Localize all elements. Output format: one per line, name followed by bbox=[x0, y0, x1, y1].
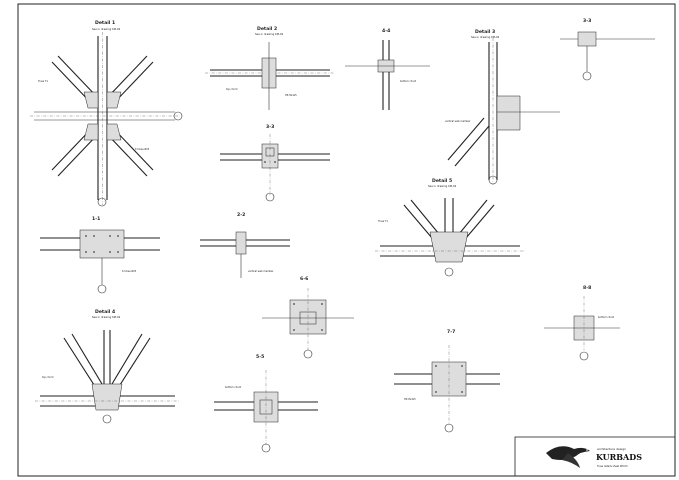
detail-2-title: Detail 2 bbox=[257, 26, 277, 32]
detail-2-note: See in drawing KM-02 bbox=[255, 32, 284, 36]
title-block: architecture design KURBADS Truss detail… bbox=[514, 436, 676, 477]
section-6-6: 6-6 bbox=[262, 276, 354, 359]
section-3-3-mid: 3-3 bbox=[220, 124, 330, 202]
d4-label: top chord bbox=[42, 376, 54, 379]
section-7-7: 7-7 ПК 8x4x5 bbox=[394, 329, 500, 433]
d3-label: vertical web member bbox=[445, 120, 470, 123]
detail-4-note: See in drawing KM-02 bbox=[92, 315, 121, 319]
section-8-8: 8-8 bottom chord bbox=[544, 285, 620, 361]
detail-2: Detail 2 See in drawing KM-02 top chord … bbox=[205, 26, 335, 110]
s88-label: bottom chord bbox=[598, 316, 615, 319]
section-5-5-title: 5-5 bbox=[256, 354, 264, 360]
detail-5: Detail 5 See in drawing KM-02 Truss T1 bbox=[375, 178, 525, 277]
detail-5-note: See in drawing KM-02 bbox=[428, 184, 457, 188]
detail-3: Detail 3 See in drawing KM-02 vertical w… bbox=[445, 29, 560, 185]
detail-4-title: Detail 4 bbox=[95, 309, 115, 315]
detail-4: Detail 4 See in drawing KM-02 top chord bbox=[35, 309, 180, 424]
section-2-2: 2-2 vertical web member bbox=[200, 212, 290, 278]
section-7-7-title: 7-7 bbox=[447, 329, 455, 335]
section-8-8-title: 8-8 bbox=[583, 285, 591, 291]
detail-3-title: Detail 3 bbox=[475, 29, 495, 35]
title-caption: Truss details sheet KM-03 bbox=[597, 465, 628, 468]
section-3-3-mid-title: 3-3 bbox=[266, 124, 274, 130]
section-6-6-title: 6-6 bbox=[300, 276, 308, 282]
d1-label-a: Truss T1 bbox=[38, 80, 48, 83]
s55-label: bottom chord bbox=[225, 386, 242, 389]
section-1-1-title: 1-1 bbox=[92, 216, 100, 222]
title-tagline: architecture design bbox=[597, 447, 626, 451]
d1-label-b: 6 holes Ø23 bbox=[135, 148, 150, 151]
section-3-3-title: 3-3 bbox=[583, 18, 591, 24]
section-5-5: 5-5 bottom chord bbox=[214, 354, 318, 453]
title-brand: KURBADS bbox=[596, 452, 642, 462]
brand-logo-icon bbox=[546, 446, 590, 468]
s44-label: bottom chord bbox=[400, 80, 417, 83]
detail-1-note: See in drawing KM-02 bbox=[92, 27, 121, 31]
detail-1: Detail 1 See in drawing KM-02 Truss T1 6… bbox=[30, 20, 183, 207]
detail-5-title: Detail 5 bbox=[432, 178, 452, 184]
detail-1-title: Detail 1 bbox=[95, 20, 115, 26]
section-4-4-title: 4-4 bbox=[382, 28, 390, 34]
section-1-1: 1-1 6 holes Ø23 bbox=[40, 216, 160, 294]
s22-label: vertical web member bbox=[248, 270, 273, 273]
section-4-4: 4-4 bottom chord bbox=[345, 28, 430, 110]
d5-label: Truss T1 bbox=[378, 220, 388, 223]
section-2-2-title: 2-2 bbox=[237, 212, 245, 218]
detail-3-note: See in drawing KM-02 bbox=[471, 35, 500, 39]
sheet-frame bbox=[17, 3, 676, 477]
section-3-3: 3-3 bbox=[560, 18, 655, 81]
s77-label: ПК 8x4x5 bbox=[404, 398, 416, 401]
s11-label: 6 holes Ø23 bbox=[122, 270, 137, 273]
d2-label: top chord bbox=[226, 88, 238, 91]
d2-label2: ПК 8x4x5 bbox=[285, 94, 297, 97]
